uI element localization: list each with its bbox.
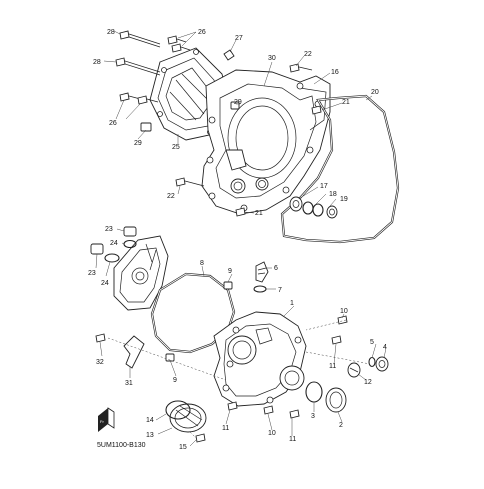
- callout-4: 4: [383, 344, 387, 351]
- callout-22-lower: 22: [167, 193, 175, 200]
- assembly-guide-lines: [107, 319, 371, 439]
- callout-25: 25: [172, 144, 180, 151]
- upper-leader-lines: [103, 30, 373, 214]
- callout-21-upper: 21: [342, 99, 350, 106]
- right-crankcase-cover: [201, 69, 331, 215]
- svg-text:Fr: Fr: [100, 419, 104, 424]
- dowel-oring-set: [90, 226, 137, 263]
- callout-10-upper: 10: [340, 308, 348, 315]
- generator-cover: [213, 311, 307, 407]
- drain-plug-assembly: [253, 261, 269, 293]
- callout-13: 13: [146, 432, 154, 439]
- callout-12: 12: [364, 379, 372, 386]
- callout-21-lower: 21: [255, 210, 263, 217]
- callout-labels: 28 26 27 28 30 22 16 20 29 21 26 29 25 1…: [88, 29, 387, 451]
- callout-17: 17: [320, 183, 328, 190]
- upper-bolts: [115, 30, 322, 217]
- callout-23-top: 23: [105, 226, 113, 233]
- callout-7: 7: [278, 287, 282, 294]
- crankcase-fragment: [113, 235, 169, 311]
- callout-8: 8: [200, 260, 204, 267]
- crankcase-cover-gasket: [280, 94, 400, 244]
- callout-28-top: 28: [107, 29, 115, 36]
- cover-plug-set: [305, 381, 347, 413]
- callout-23-left: 23: [88, 270, 96, 277]
- callout-28-lower: 28: [93, 59, 101, 66]
- callout-6: 6: [274, 265, 278, 272]
- pulser-cover: [165, 400, 207, 433]
- timing-plug-set: [347, 356, 389, 378]
- fr-direction-icon: Fr: [98, 407, 115, 432]
- diagram-code: 5UM1100-B130: [97, 442, 146, 449]
- callout-5: 5: [370, 339, 374, 346]
- callout-9-upper: 9: [228, 268, 232, 275]
- callout-22-top: 22: [304, 51, 312, 58]
- callout-24-left: 24: [101, 280, 109, 287]
- callout-14: 14: [146, 417, 154, 424]
- callout-24-top: 24: [110, 240, 118, 247]
- callout-11-mid: 11: [222, 425, 229, 432]
- callout-11-lower: 11: [289, 436, 296, 443]
- callout-31: 31: [125, 380, 133, 387]
- dowel-pins: [165, 281, 233, 362]
- callout-26-top: 26: [198, 29, 206, 36]
- callout-29-upper: 29: [234, 99, 242, 106]
- oil-seal-set: [289, 196, 338, 219]
- callout-29-lower: 29: [134, 140, 142, 147]
- callout-32: 32: [96, 359, 104, 366]
- callout-19: 19: [340, 196, 348, 203]
- callout-26-lower: 26: [109, 120, 117, 127]
- callout-1: 1: [290, 300, 294, 307]
- callout-18: 18: [329, 191, 337, 198]
- callout-3: 3: [311, 413, 315, 420]
- callout-9-lower: 9: [173, 377, 177, 384]
- lower-bolts: [95, 315, 348, 443]
- lower-leader-lines: [95, 228, 387, 447]
- callout-16: 16: [331, 69, 339, 76]
- callout-15: 15: [179, 444, 187, 451]
- callout-20: 20: [371, 89, 379, 96]
- callout-27: 27: [235, 35, 243, 42]
- callout-30: 30: [268, 55, 276, 62]
- callout-10-lower: 10: [268, 430, 276, 437]
- callout-2: 2: [339, 422, 343, 429]
- callout-11-upper: 11: [329, 363, 336, 370]
- hose-bracket: [123, 335, 145, 369]
